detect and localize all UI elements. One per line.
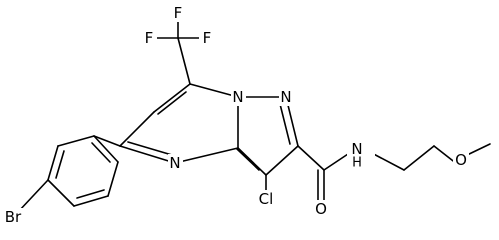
bond-c3-c3a-double xyxy=(236,148,260,171)
bond-ph-c3-c4 xyxy=(47,179,75,207)
bond-o-ch3 xyxy=(464,143,491,157)
atom-n-pyrazole: N xyxy=(280,88,291,106)
atom-h-amide: H xyxy=(352,156,362,171)
bond-ch2-ch2 xyxy=(403,145,435,171)
bond-c2-carbonyl xyxy=(297,145,325,171)
atom-f3: F xyxy=(174,4,183,22)
bond-ph-c2-c3-double xyxy=(55,150,65,179)
chemical-structure-diagram: F F F N N N Cl O N H O Br xyxy=(2,4,491,226)
bond-n4-c3a xyxy=(174,147,239,164)
atom-o-ether: O xyxy=(455,151,467,169)
atom-bromine: Br xyxy=(5,208,22,226)
atom-n-bridge: N xyxy=(232,88,243,106)
bond-n1-c2-double xyxy=(279,103,291,145)
atom-f2: F xyxy=(203,29,212,47)
bond-c5-aryl xyxy=(93,135,121,147)
bond-cf3-c7 xyxy=(177,37,191,85)
bond-c7-c6-double xyxy=(157,91,187,115)
bond-ph-c6-c1-double xyxy=(91,142,111,163)
bond-c6-c5 xyxy=(119,111,155,147)
bond-ph-c2-c3 xyxy=(47,145,59,181)
atom-n-amide: N xyxy=(351,140,362,158)
bonds xyxy=(17,17,491,213)
bond-ph-c4-c5-double xyxy=(76,189,105,199)
bond-c5-n4 xyxy=(119,145,176,164)
bond-c2-c3 xyxy=(265,145,299,176)
bond-ph-c6-c1 xyxy=(93,135,119,163)
bond-c7-c6 xyxy=(153,83,191,113)
atom-labels: F F F N N N Cl O N H O Br xyxy=(2,4,469,226)
bond-carbonyl-nh xyxy=(323,153,349,171)
atom-chlorine: Cl xyxy=(259,190,274,208)
bond-ph-c1-c2 xyxy=(57,135,95,147)
atom-o-carbonyl: O xyxy=(315,200,327,218)
bond-ph-c4-c5 xyxy=(73,195,109,207)
bond-c5-n4-double xyxy=(127,141,173,156)
bond-c7-n-bridge xyxy=(189,83,239,98)
bond-c3-c3a xyxy=(237,147,267,176)
bond-ph-c5-c6 xyxy=(107,161,119,197)
bond-ph-br xyxy=(17,179,49,213)
atom-n-pyrimidine: N xyxy=(169,154,180,172)
atom-f1: F xyxy=(145,29,154,47)
